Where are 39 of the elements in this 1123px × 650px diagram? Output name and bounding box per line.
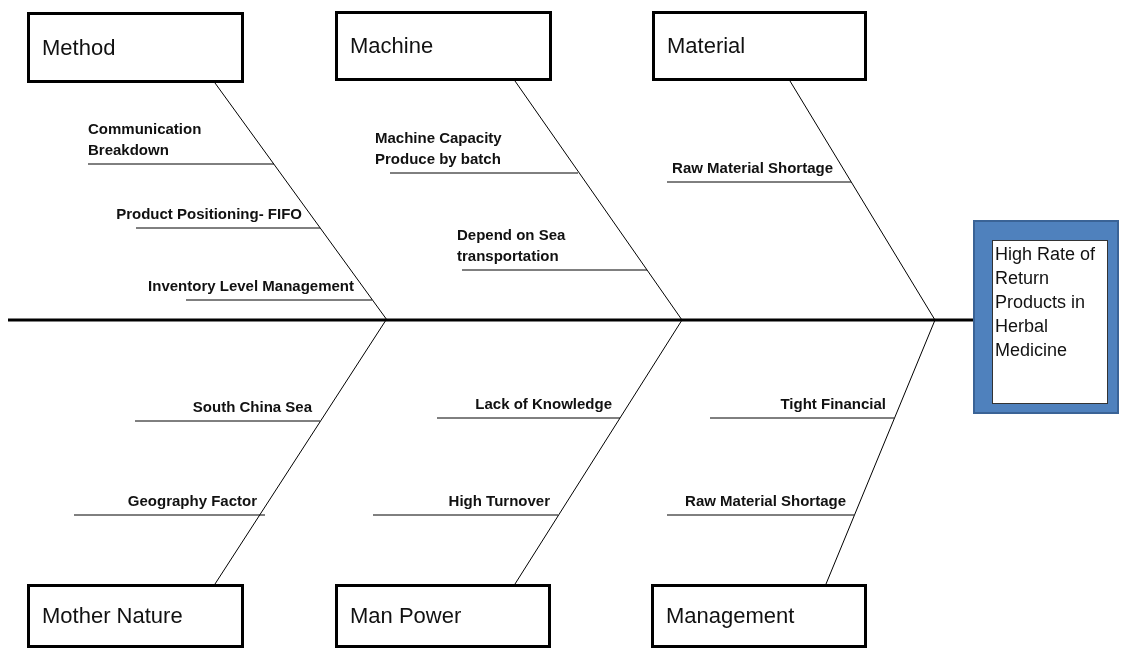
cause-line: [461, 269, 648, 271]
cause-label: Lack of Knowledge: [437, 393, 620, 418]
cause-line: [666, 514, 855, 516]
cause-label: Depend on Sea transportation: [457, 223, 647, 270]
category-box: Machine: [335, 11, 552, 81]
category-box: Method: [27, 12, 244, 83]
cause-line: [372, 514, 559, 516]
effect-box: [973, 220, 1119, 414]
category-box: Material: [652, 11, 867, 81]
cause-line: [185, 299, 373, 301]
cause-label: Machine Capacity Produce by batch: [375, 126, 578, 173]
cause-line: [436, 417, 621, 419]
cause-line: [73, 514, 266, 516]
bone-line: [825, 319, 936, 585]
bone-line: [514, 319, 683, 585]
category-box: Mother Nature: [27, 584, 244, 648]
cause-line: [87, 163, 275, 165]
cause-line: [134, 420, 321, 422]
cause-label: Tight Financial: [710, 393, 894, 418]
spine-line: [8, 318, 973, 322]
cause-label: Product Positioning- FIFO: [59, 203, 320, 228]
bone-line: [214, 319, 387, 585]
cause-label: High Turnover: [373, 490, 558, 515]
cause-label: Raw Material Shortage: [620, 490, 854, 515]
effect-text: High Rate of Return Products in Herbal Medicine: [992, 240, 1108, 404]
category-box: Management: [651, 584, 867, 648]
cause-label: South China Sea: [135, 396, 320, 421]
cause-line: [666, 181, 852, 183]
bone-line: [514, 80, 683, 321]
cause-line: [709, 417, 895, 419]
bone-line: [789, 80, 936, 321]
cause-line: [389, 172, 579, 174]
bone-line: [214, 82, 388, 321]
cause-line: [135, 227, 321, 229]
cause-label: Inventory Level Management: [72, 275, 372, 300]
cause-label: Raw Material Shortage: [620, 157, 851, 182]
category-box: Man Power: [335, 584, 551, 648]
cause-label: Communication Breakdown: [88, 117, 274, 164]
cause-label: Geography Factor: [74, 490, 265, 515]
